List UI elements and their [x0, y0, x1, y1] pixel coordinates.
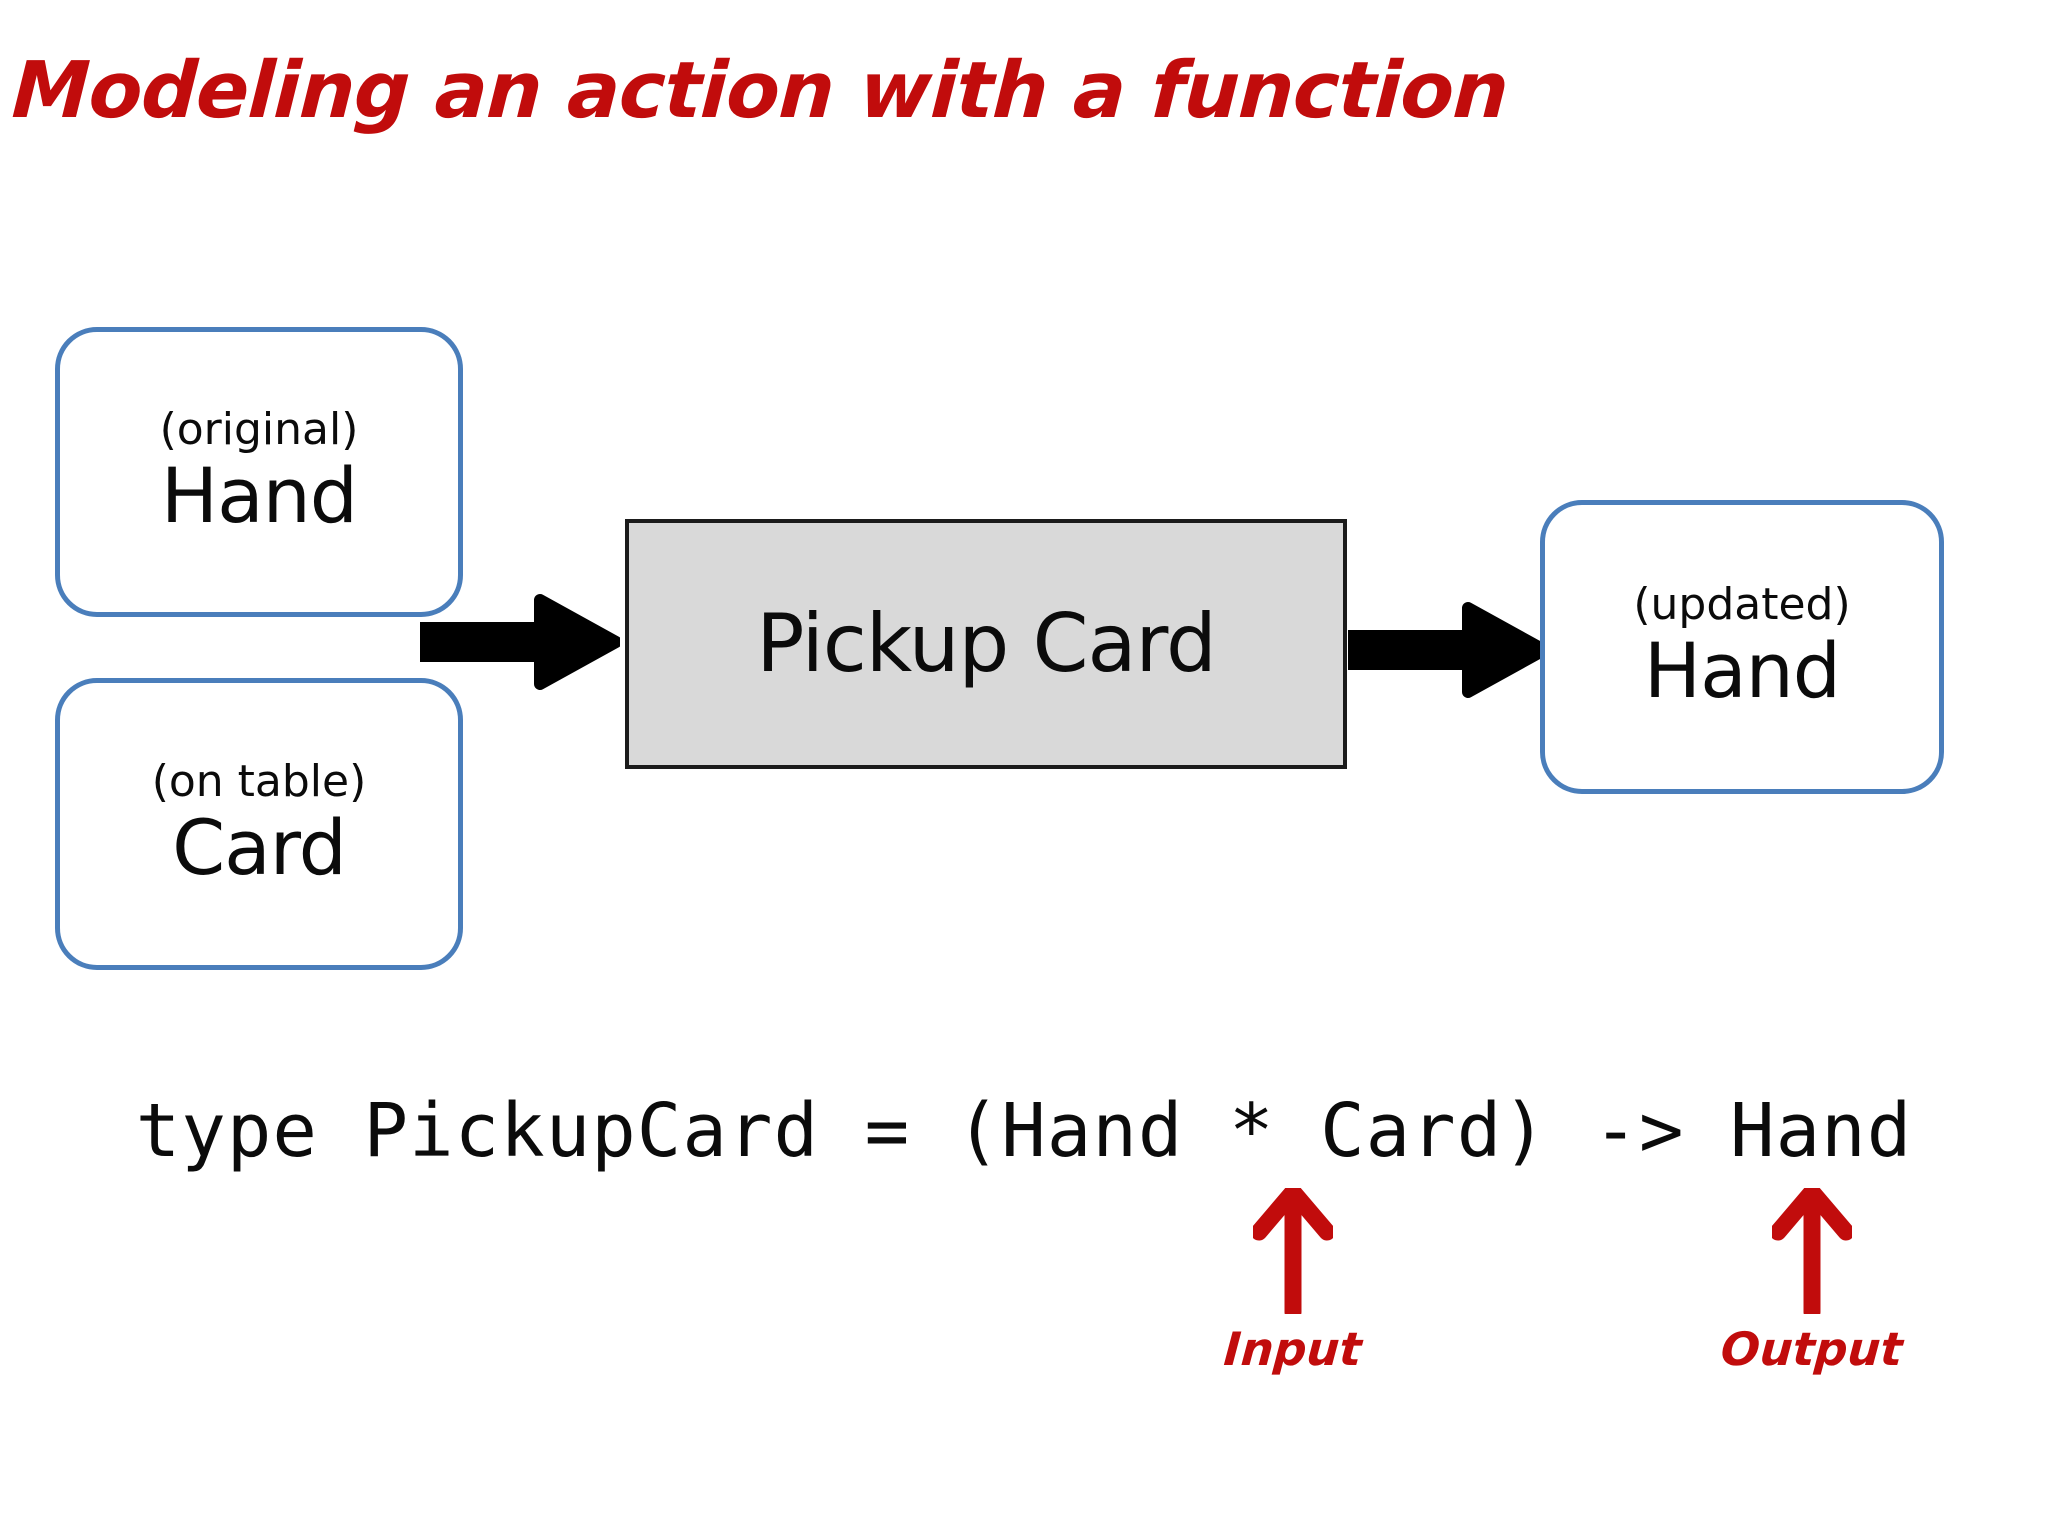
input-box-hand-original: (original) Hand	[55, 327, 463, 617]
input-box-name: Hand	[160, 451, 358, 541]
input-box-qualifier: (on table)	[151, 755, 367, 807]
arrow-up-icon	[1772, 1188, 1852, 1314]
output-box-hand-updated: (updated) Hand	[1540, 500, 1944, 794]
input-box-name: Card	[172, 803, 347, 893]
annotation-output-label: Output	[1719, 1322, 1905, 1376]
annotation-input: Input	[1222, 1188, 1364, 1376]
type-signature-code: type PickupCard = (Hand * Card) -> Hand	[135, 1088, 1913, 1174]
flow-arrow-right-icon	[414, 592, 622, 697]
annotation-output: Output	[1719, 1188, 1905, 1376]
annotation-input-label: Input	[1222, 1322, 1364, 1376]
arrow-up-icon	[1253, 1188, 1333, 1314]
process-box-label: Pickup Card	[756, 597, 1217, 690]
input-box-qualifier: (original)	[159, 403, 359, 455]
flow-arrow-right-icon	[1342, 600, 1550, 705]
output-box-qualifier: (updated)	[1633, 578, 1851, 630]
page-title: Modeling an action with a function	[9, 46, 1511, 136]
output-box-name: Hand	[1643, 626, 1841, 716]
process-box-pickup-card: Pickup Card	[625, 519, 1347, 769]
input-box-card-on-table: (on table) Card	[55, 678, 463, 970]
